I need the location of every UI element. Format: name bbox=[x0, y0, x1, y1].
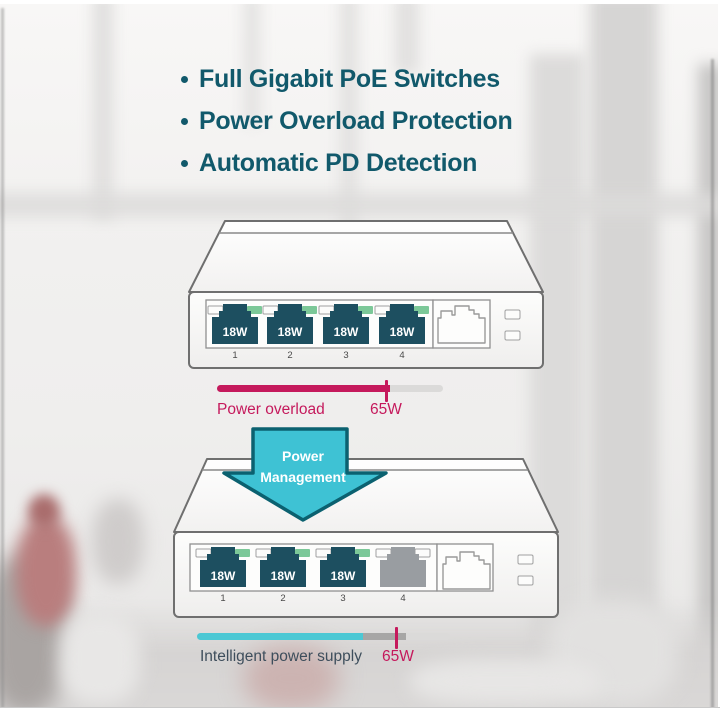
bullet-dot bbox=[181, 159, 188, 167]
window-frame-blur bbox=[590, 4, 658, 664]
feature-list: Full Gigabit PoE Switches Power Overload… bbox=[181, 58, 513, 184]
second-person-blur bbox=[92, 499, 144, 584]
arrow-label-line1: Power bbox=[281, 448, 324, 464]
poe-port-inactive: 4 bbox=[375, 547, 431, 604]
rj45-port-icon bbox=[323, 304, 369, 344]
port-power-label: 18W bbox=[331, 569, 356, 583]
overload-limit-tick bbox=[385, 380, 388, 402]
switch-top-face bbox=[188, 220, 544, 293]
port-power-label: 18W bbox=[211, 569, 236, 583]
supply-limit-tick bbox=[395, 627, 398, 649]
background-highlight-blur bbox=[60, 614, 140, 704]
window-frame-blur bbox=[93, 4, 113, 219]
supply-bar-label: Intelligent power supply bbox=[200, 648, 362, 665]
poe-port: 18W 1 bbox=[207, 304, 262, 361]
seated-person-head-blur bbox=[28, 494, 60, 528]
bullet-dot bbox=[181, 75, 188, 83]
port-power-label: 18W bbox=[223, 325, 248, 339]
poe-port: 18W 2 bbox=[262, 304, 317, 361]
poe-port: 18W 1 bbox=[195, 547, 250, 604]
feature-item: Automatic PD Detection bbox=[181, 142, 512, 184]
background-highlight-blur bbox=[410, 659, 600, 704]
port-number-label: 4 bbox=[400, 593, 405, 604]
bullet-dot bbox=[181, 117, 188, 125]
port-number-label: 1 bbox=[220, 593, 225, 604]
feature-item: Full Gigabit PoE Switches bbox=[181, 58, 512, 100]
port-number-label: 3 bbox=[343, 350, 348, 361]
power-management-label: Power Management bbox=[225, 446, 381, 488]
rj45-port-icon bbox=[200, 547, 246, 587]
supply-bar-gray-fill bbox=[363, 633, 406, 640]
poe-port: 18W 2 bbox=[255, 547, 310, 604]
left-window-edge bbox=[1, 8, 4, 707]
rj45-port-icon bbox=[267, 304, 313, 344]
port-number-label: 4 bbox=[399, 350, 404, 361]
uplink-rj45-outline-icon bbox=[437, 305, 486, 344]
rj45-port-icon bbox=[379, 304, 425, 344]
photo-bottom-edge bbox=[0, 707, 720, 708]
rj45-port-icon bbox=[212, 304, 258, 344]
seated-person-blur bbox=[16, 516, 76, 626]
background-pink-blur bbox=[244, 646, 339, 707]
port-number-label: 2 bbox=[280, 593, 285, 604]
port-power-label: 18W bbox=[390, 325, 415, 339]
feature-item: Power Overload Protection bbox=[181, 100, 513, 142]
overload-limit-value: 65W bbox=[370, 401, 402, 418]
port-number-label: 2 bbox=[287, 350, 292, 361]
rj45-port-icon bbox=[260, 547, 306, 587]
right-window-edge bbox=[711, 59, 714, 707]
port-number-label: 3 bbox=[340, 593, 345, 604]
feature-label: Automatic PD Detection bbox=[199, 148, 478, 177]
system-led bbox=[504, 330, 521, 341]
port-number-label: 1 bbox=[232, 350, 237, 361]
poe-port: 18W 4 bbox=[374, 304, 429, 361]
system-led bbox=[504, 309, 521, 320]
port-power-label: 18W bbox=[278, 325, 303, 339]
poe-port: 18W 3 bbox=[318, 304, 373, 361]
switch-before: 18W 1 18W 2 18W 3 18W 4 bbox=[188, 220, 544, 369]
system-led bbox=[517, 575, 534, 586]
poe-port: 18W 3 bbox=[315, 547, 370, 604]
rj45-port-icon bbox=[320, 547, 366, 587]
supply-bar-cyan-fill bbox=[197, 633, 363, 640]
window-frame-blur bbox=[395, 4, 419, 74]
arrow-label-line2: Management bbox=[260, 469, 346, 485]
overload-bar-label: Power overload bbox=[217, 401, 325, 418]
feature-label: Power Overload Protection bbox=[199, 106, 513, 135]
port-power-label: 18W bbox=[334, 325, 359, 339]
overload-bar-fill bbox=[217, 385, 390, 392]
rj45-port-icon bbox=[380, 547, 426, 587]
power-management-arrow-icon bbox=[222, 427, 388, 522]
port-power-label: 18W bbox=[271, 569, 296, 583]
window-sash-blur bbox=[0, 193, 718, 217]
window-frame-blur bbox=[244, 4, 260, 124]
system-led bbox=[517, 554, 534, 565]
feature-label: Full Gigabit PoE Switches bbox=[199, 64, 500, 93]
supply-limit-value: 65W bbox=[382, 648, 414, 665]
uplink-rj45-outline-icon bbox=[442, 551, 491, 590]
